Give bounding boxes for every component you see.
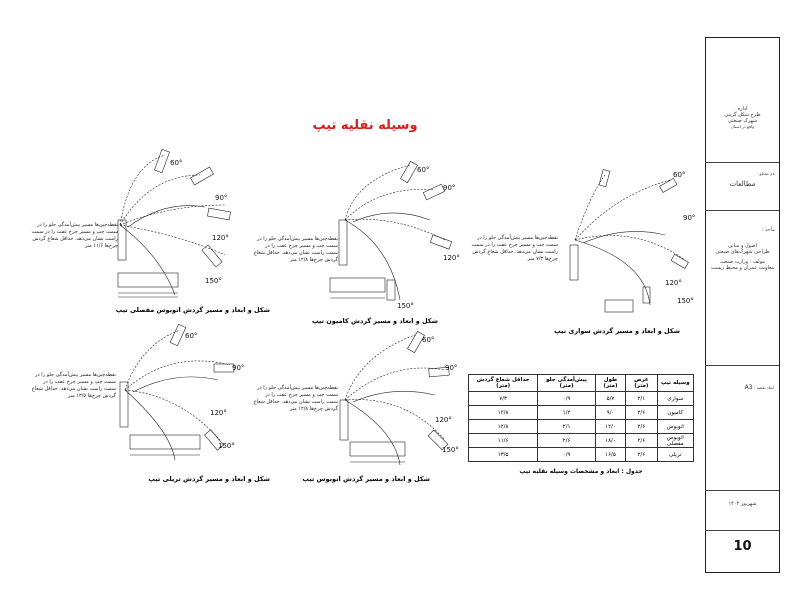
table-cell: ۲/۱: [625, 391, 658, 406]
org-line: شهرک صنعتی: [727, 118, 758, 124]
table-row: کامیون ۲/۶ ۹/۰ ۱/۲ ۱۲/۸: [467, 405, 695, 420]
table-row: سواری ۲/۱ ۵/۷ ۰/۹ ۷/۳: [467, 391, 695, 406]
table-cell: ۱۱/۶: [467, 433, 539, 448]
table-cell: ۱۸/۰: [594, 433, 627, 448]
table-row: تریلی ۲/۶ ۱۶/۵ ۰/۹ ۱۳/۵: [467, 447, 695, 462]
angle-label: 90°: [443, 184, 455, 192]
study-label: نام مقطع :: [756, 171, 775, 176]
vehicle-spec-table: وسیله تیپ عرض (متر) طول (متر) پیش‌آمدگی …: [467, 374, 695, 462]
source-label: مأخذ :: [761, 227, 775, 233]
title-block-source: مأخذ : اصول و مبانی طراحی شهرک‌های صنعتی…: [706, 211, 779, 366]
sheet-size-label: ابعاد نقشه :: [754, 385, 774, 390]
title-block-date: شهریور ۱۴۰۴: [706, 491, 779, 531]
table-cell: ۲/۶: [537, 433, 596, 448]
table-cell: ۲/۶: [625, 405, 658, 420]
angle-label: 120°: [210, 409, 227, 417]
date-value: شهریور ۱۴۰۴: [728, 501, 757, 507]
source-line: طراحی شهرک‌های صنعتی: [715, 249, 770, 255]
table-cell: تریلی: [656, 447, 695, 462]
table-header-row: وسیله تیپ عرض (متر) طول (متر) پیش‌آمدگی …: [467, 374, 695, 392]
column-header: طول (متر): [594, 374, 627, 392]
table-cell: ۱۲/۸: [467, 405, 539, 420]
study-value: مطالعات: [729, 180, 756, 188]
sheet-size: ابعاد نقشه : A3: [706, 366, 779, 391]
page-title: وسیله نقلیه تیپ: [312, 118, 418, 133]
diagram-caption: شکل و ابعاد و مسیر گردش تریلی تیپ: [148, 475, 270, 483]
table-cell: کامیون: [656, 405, 695, 420]
table-caption: جدول : ابعاد و مشخصات وسیله نقلیه تیپ: [519, 468, 643, 475]
angle-label: 90°: [445, 364, 457, 372]
turning-diagram-trailer-truck: 60° 90° 120° 150°: [119, 323, 244, 461]
title-block-study: نام مقطع : مطالعات: [706, 163, 779, 211]
diagram-note: نقطه‌چین‌ها مسیر پیش‌آمدگی جلو را در سمت…: [253, 385, 338, 412]
angle-label: 120°: [212, 234, 229, 242]
table-cell: ۰/۹: [537, 391, 596, 406]
turning-diagram-car: 60° 90° 120° 150°: [569, 169, 695, 313]
turning-diagram-articulated-bus: 60° 90° 120° 150°: [117, 148, 231, 298]
angle-label: 60°: [417, 166, 429, 174]
source-line: مولف : وزارت صنعت: [720, 259, 765, 265]
table-cell: ۱۲/۰: [594, 419, 627, 434]
diagram-note: نقطه‌چین‌ها مسیر پیش‌آمدگی جلو را در سمت…: [31, 372, 116, 399]
column-header: پیش‌آمدگی جلو (متر): [537, 374, 596, 392]
table-cell: ۷/۳: [467, 391, 539, 406]
table-cell: ۲/۶: [625, 419, 658, 434]
angle-label: 150°: [397, 302, 414, 310]
table-cell: ۱۶/۵: [594, 447, 627, 462]
angle-label: 120°: [443, 254, 460, 262]
source-line: اصول و مبانی: [728, 243, 757, 249]
org-line: واقع در استان: [730, 124, 755, 129]
diagram-note: نقطه‌چین‌ها مسیر پیش‌آمدگی جلو را در سمت…: [471, 235, 558, 262]
title-block-size: ابعاد نقشه : A3: [706, 366, 779, 491]
angle-label: 60°: [422, 336, 434, 344]
title-block: اداره طرح شکل‌ گزینی شهرک صنعتی واقع در …: [705, 37, 780, 573]
table-cell: ۱۳/۵: [467, 447, 539, 462]
diagram-note: نقطه‌چین‌ها مسیر پیش‌آمدگی جلو را در سمت…: [31, 222, 118, 249]
table-row: اتوبوس مفصلی ۲/۶ ۱۸/۰ ۲/۶ ۱۱/۶: [467, 433, 695, 448]
title-block-org: اداره طرح شکل‌ گزینی شهرک صنعتی واقع در …: [706, 38, 779, 163]
angle-label: 60°: [185, 332, 197, 340]
angle-label: 120°: [665, 279, 682, 287]
table-cell: ۲/۱: [537, 419, 596, 434]
turning-diagram-truck: 60° 90° 120° 150°: [329, 160, 460, 310]
table-cell: ۲/۶: [625, 433, 658, 448]
column-header: حداقل شعاع گردش (متر): [467, 374, 539, 392]
diagram-caption: شکل و ابعاد و مسیر گردش سواری تیپ: [554, 327, 680, 335]
angle-label: 150°: [205, 277, 222, 285]
table-cell: ۱/۲: [537, 405, 596, 420]
diagram-caption: شکل و ابعاد و مسیر گردش اتوبوس تیپ: [302, 475, 430, 483]
angle-label: 60°: [673, 171, 685, 179]
angle-label: 90°: [215, 194, 227, 202]
angle-label: 60°: [170, 159, 182, 167]
angle-label: 150°: [442, 446, 459, 454]
column-header: وسیله تیپ: [656, 374, 695, 392]
table-cell: سواری: [656, 391, 695, 406]
table-cell: ۲/۶: [625, 447, 658, 462]
angle-label: 150°: [677, 297, 694, 305]
angle-label: 120°: [435, 416, 452, 424]
table-cell: ۱۲/۸: [467, 419, 539, 434]
angle-label: 90°: [683, 214, 695, 222]
org-line: طرح شکل‌ گزینی: [724, 112, 761, 118]
turning-diagram-bus: 60° 90° 120° 150°: [339, 330, 459, 466]
page-number: 10: [733, 539, 752, 554]
table-cell: ۵/۷: [594, 391, 627, 406]
table-cell: ۹/۰: [594, 405, 627, 420]
table-cell: اتوبوس مفصلی: [656, 433, 695, 448]
title-block-page: 10: [706, 531, 779, 571]
table-row: اتوبوس ۲/۶ ۱۲/۰ ۲/۱ ۱۲/۸: [467, 419, 695, 434]
table-cell: ۰/۹: [537, 447, 596, 462]
angle-label: 150°: [218, 442, 235, 450]
source-line: معاونت عمران و محیط زیست: [710, 265, 775, 271]
sheet-size-value: A3: [744, 384, 753, 391]
column-header: عرض (متر): [625, 374, 658, 392]
org-line: اداره: [737, 106, 748, 112]
table-cell: اتوبوس: [656, 419, 695, 434]
diagram-caption: شکل و ابعاد و مسیر گردش کامیون تیپ: [312, 317, 438, 325]
diagram-note: نقطه‌چین‌ها مسیر پیش‌آمدگی جلو را در سمت…: [253, 236, 338, 263]
diagram-caption: شکل و ابعاد و مسیر گردش اتوبوس مفصلی تیپ: [115, 306, 270, 314]
angle-label: 90°: [232, 364, 244, 372]
